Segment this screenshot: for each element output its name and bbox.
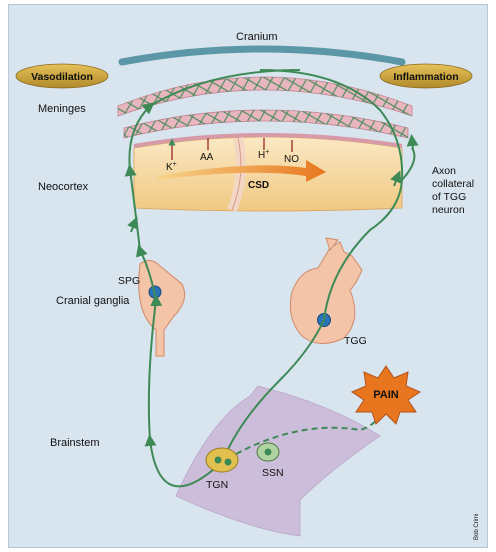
neocortex-label: Neocortex [38,181,89,193]
cranium-arc [118,45,406,66]
spg-ganglion [138,260,186,357]
mediator-aa: AA [200,138,214,163]
pain-burst: PAIN [350,365,422,425]
brainstem-region [175,385,381,537]
aa-label: AA [200,152,214,163]
parasympathetic-pathway [124,69,301,488]
svg-text:Axon: Axon [432,165,456,177]
inflammation-badge: Inflammation [379,63,473,89]
mediator-k: K+ [166,138,177,173]
tgg-label: TGG [344,335,367,347]
svg-text:of TGG: of TGG [432,191,466,203]
meninges-label: Meninges [38,103,86,115]
no-label: NO [284,154,299,165]
trigeminal-pathway [223,69,404,459]
inflammation-label: Inflammation [393,71,458,83]
k-label: K [166,162,173,173]
tgn-nucleus [205,447,239,473]
vasodilation-label: Vasodilation [31,71,93,83]
ssn-nucleus [256,442,280,462]
tgn-label: TGN [206,479,228,491]
svg-text:neuron: neuron [432,204,465,216]
pain-label: PAIN [373,389,399,401]
axon-collateral-label: Axon collateral of TGG neuron [432,165,474,216]
h-superscript: + [265,149,269,156]
svg-text:K+: K+ [166,161,177,173]
artist-signature: Bob Crimi [474,514,480,540]
brainstem-label: Brainstem [50,437,100,449]
vasodilation-badge: Vasodilation [15,63,109,89]
csd-arrow [158,160,326,182]
cranial-ganglia-label: Cranial ganglia [56,295,130,307]
h-label: H [258,150,265,161]
k-superscript: + [173,161,177,168]
axon-collateral [401,147,416,181]
svg-text:collateral: collateral [432,178,474,190]
spg-label: SPG [118,275,140,287]
neocortex-block [133,133,403,212]
tgg-ganglion [289,237,363,344]
cranium-label: Cranium [236,31,278,43]
svg-text:H+: H+ [258,149,269,161]
ssn-label: SSN [262,467,284,479]
meninges-layer [117,76,413,139]
csd-label: CSD [248,180,269,191]
mediator-no: NO [284,140,299,165]
mediator-h: H+ [258,138,269,161]
